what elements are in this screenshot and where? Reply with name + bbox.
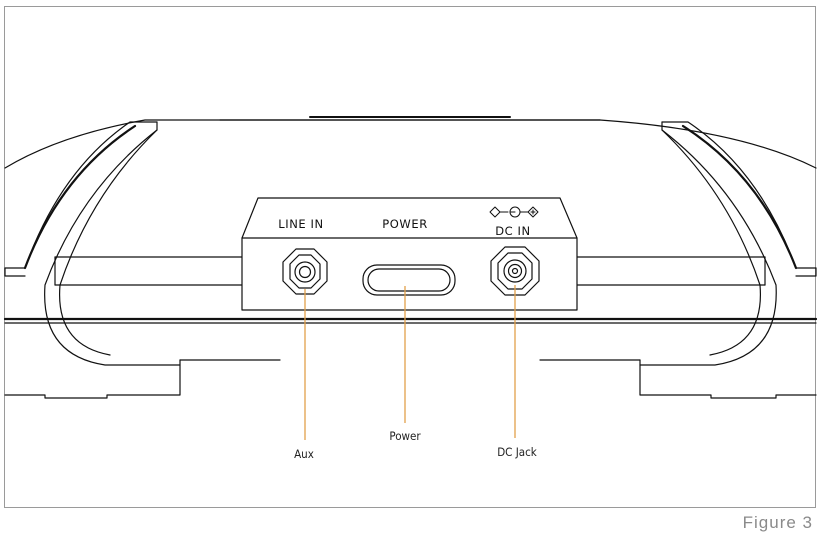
aux-callout-label: Aux — [294, 447, 314, 461]
line-in-label: LINE IN — [278, 217, 324, 231]
dc-jack-callout-label: DC Jack — [497, 445, 537, 459]
power-label: POWER — [382, 217, 428, 231]
figure-caption: Figure 3 — [743, 513, 813, 533]
left-side-arc-outer — [5, 122, 157, 268]
dc-in-label: DC IN — [495, 224, 531, 238]
body-top-outline — [5, 120, 816, 168]
power-callout-label: Power — [389, 429, 421, 443]
right-side-arc-outer — [662, 122, 816, 268]
